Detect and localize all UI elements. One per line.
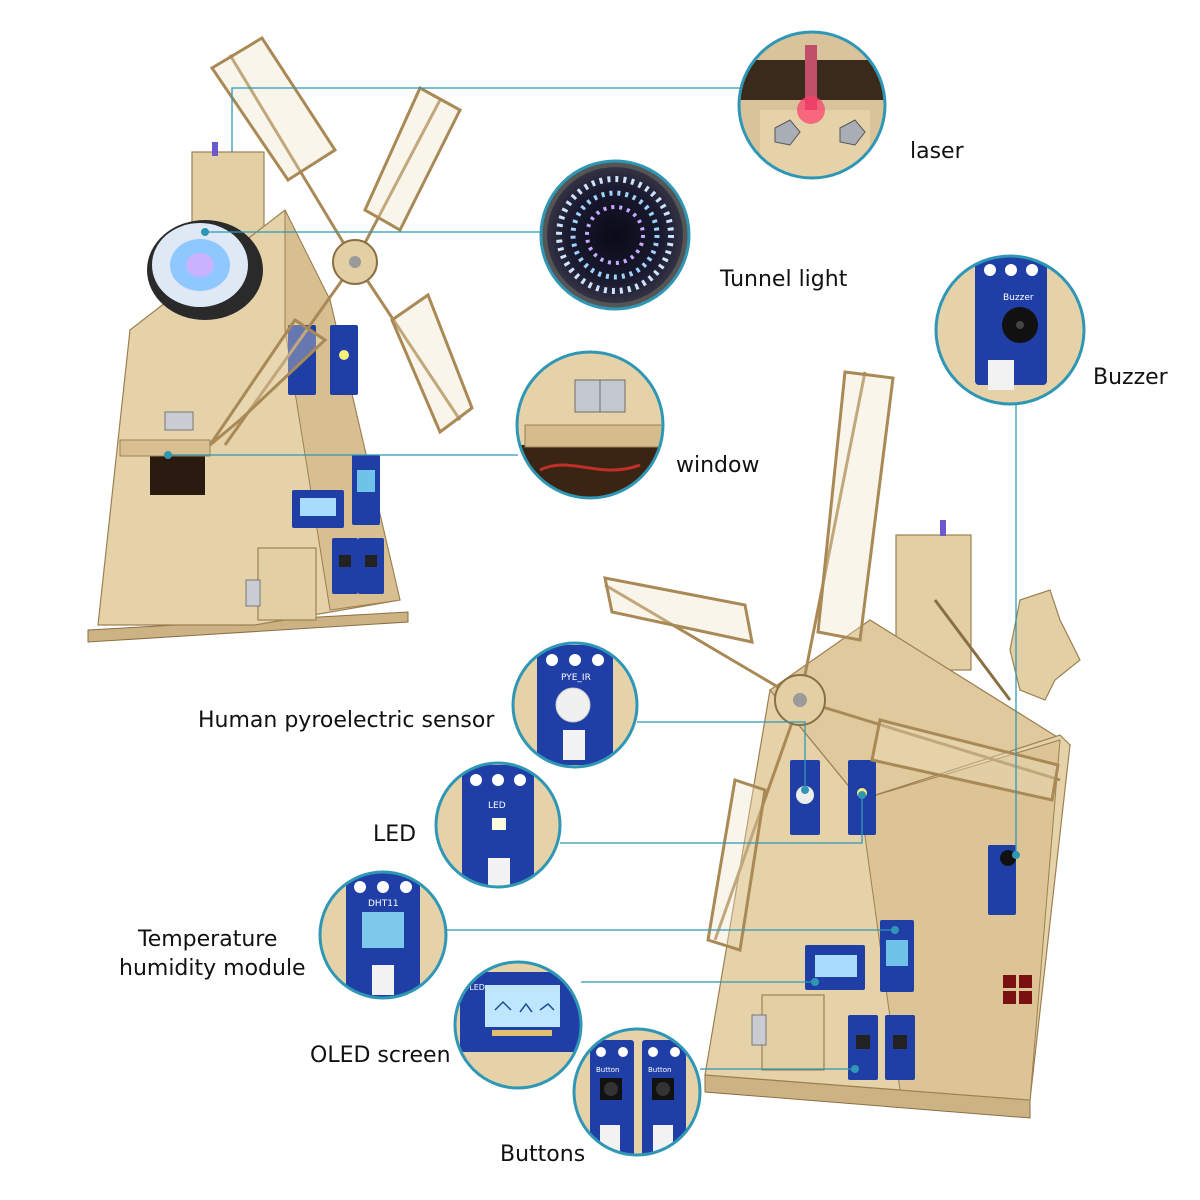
label-led: LED [373, 822, 416, 847]
pir-silkscreen: PYE_IR [561, 673, 591, 683]
callout-led: LED [434, 761, 562, 889]
label-buttons: Buttons [500, 1142, 585, 1167]
dht-silkscreen: DHT11 [368, 899, 399, 909]
callout-window [515, 350, 665, 500]
windmill-right [603, 370, 1081, 1119]
callout-pir: PYE_IR [511, 641, 639, 769]
windmill-left [87, 35, 474, 643]
label-oled-screen: OLED screen [310, 1043, 451, 1068]
label-laser: laser [910, 139, 965, 164]
callout-buzzer: Buzzer [934, 254, 1086, 406]
led-silkscreen: LED [488, 801, 506, 811]
label-human-pyroelectric-sensor: Human pyroelectric sensor [198, 708, 495, 733]
windmill-left-blades [208, 35, 474, 447]
callout-dht: DHT11 [318, 870, 448, 1000]
callout-tunnel-light [539, 159, 691, 311]
callout-laser [737, 30, 887, 180]
right-door [761, 994, 825, 1071]
button-silkscreen-2: Button [648, 1066, 671, 1074]
left-tunnel-light [147, 220, 263, 320]
tail-vane [933, 589, 1081, 701]
window-hinge-icon [515, 350, 665, 500]
window-hinge [164, 411, 194, 431]
tunnel-light-icon [539, 159, 691, 311]
right-windmill-window [1003, 975, 1032, 1004]
button-modules-icon [572, 1027, 702, 1157]
buzzer-silkscreen: Buzzer [1003, 293, 1034, 303]
door [257, 547, 317, 621]
windmill-right-blades [603, 370, 1061, 952]
buzzer-module-icon [934, 254, 1086, 406]
label-humidity-module: humidity module [119, 956, 306, 981]
leader-pir [637, 721, 806, 790]
leader-led [560, 795, 863, 844]
label-tunnel-light: Tunnel light [719, 267, 848, 292]
laser-module-icon [737, 30, 887, 180]
dht11-module-icon [318, 870, 448, 1000]
callout-oled: OLED [453, 960, 583, 1090]
oled-screen-icon [453, 960, 583, 1090]
button-silkscreen-1: Button [596, 1066, 619, 1074]
led-module-icon [434, 761, 562, 889]
labels: laser Tunnel light window Buzzer Human p… [119, 139, 1169, 1167]
window-opening [150, 455, 205, 495]
pir-sensor-icon [511, 641, 639, 769]
laser-tip [212, 142, 218, 156]
label-window: window [676, 453, 759, 478]
leader-laser [231, 87, 740, 152]
leader-lines [164, 87, 1020, 1073]
callout-buttons: Button Button [572, 1027, 702, 1157]
oled-silkscreen: OLED [463, 983, 485, 992]
label-buzzer: Buzzer [1093, 365, 1169, 390]
label-temperature: Temperature [137, 927, 277, 952]
